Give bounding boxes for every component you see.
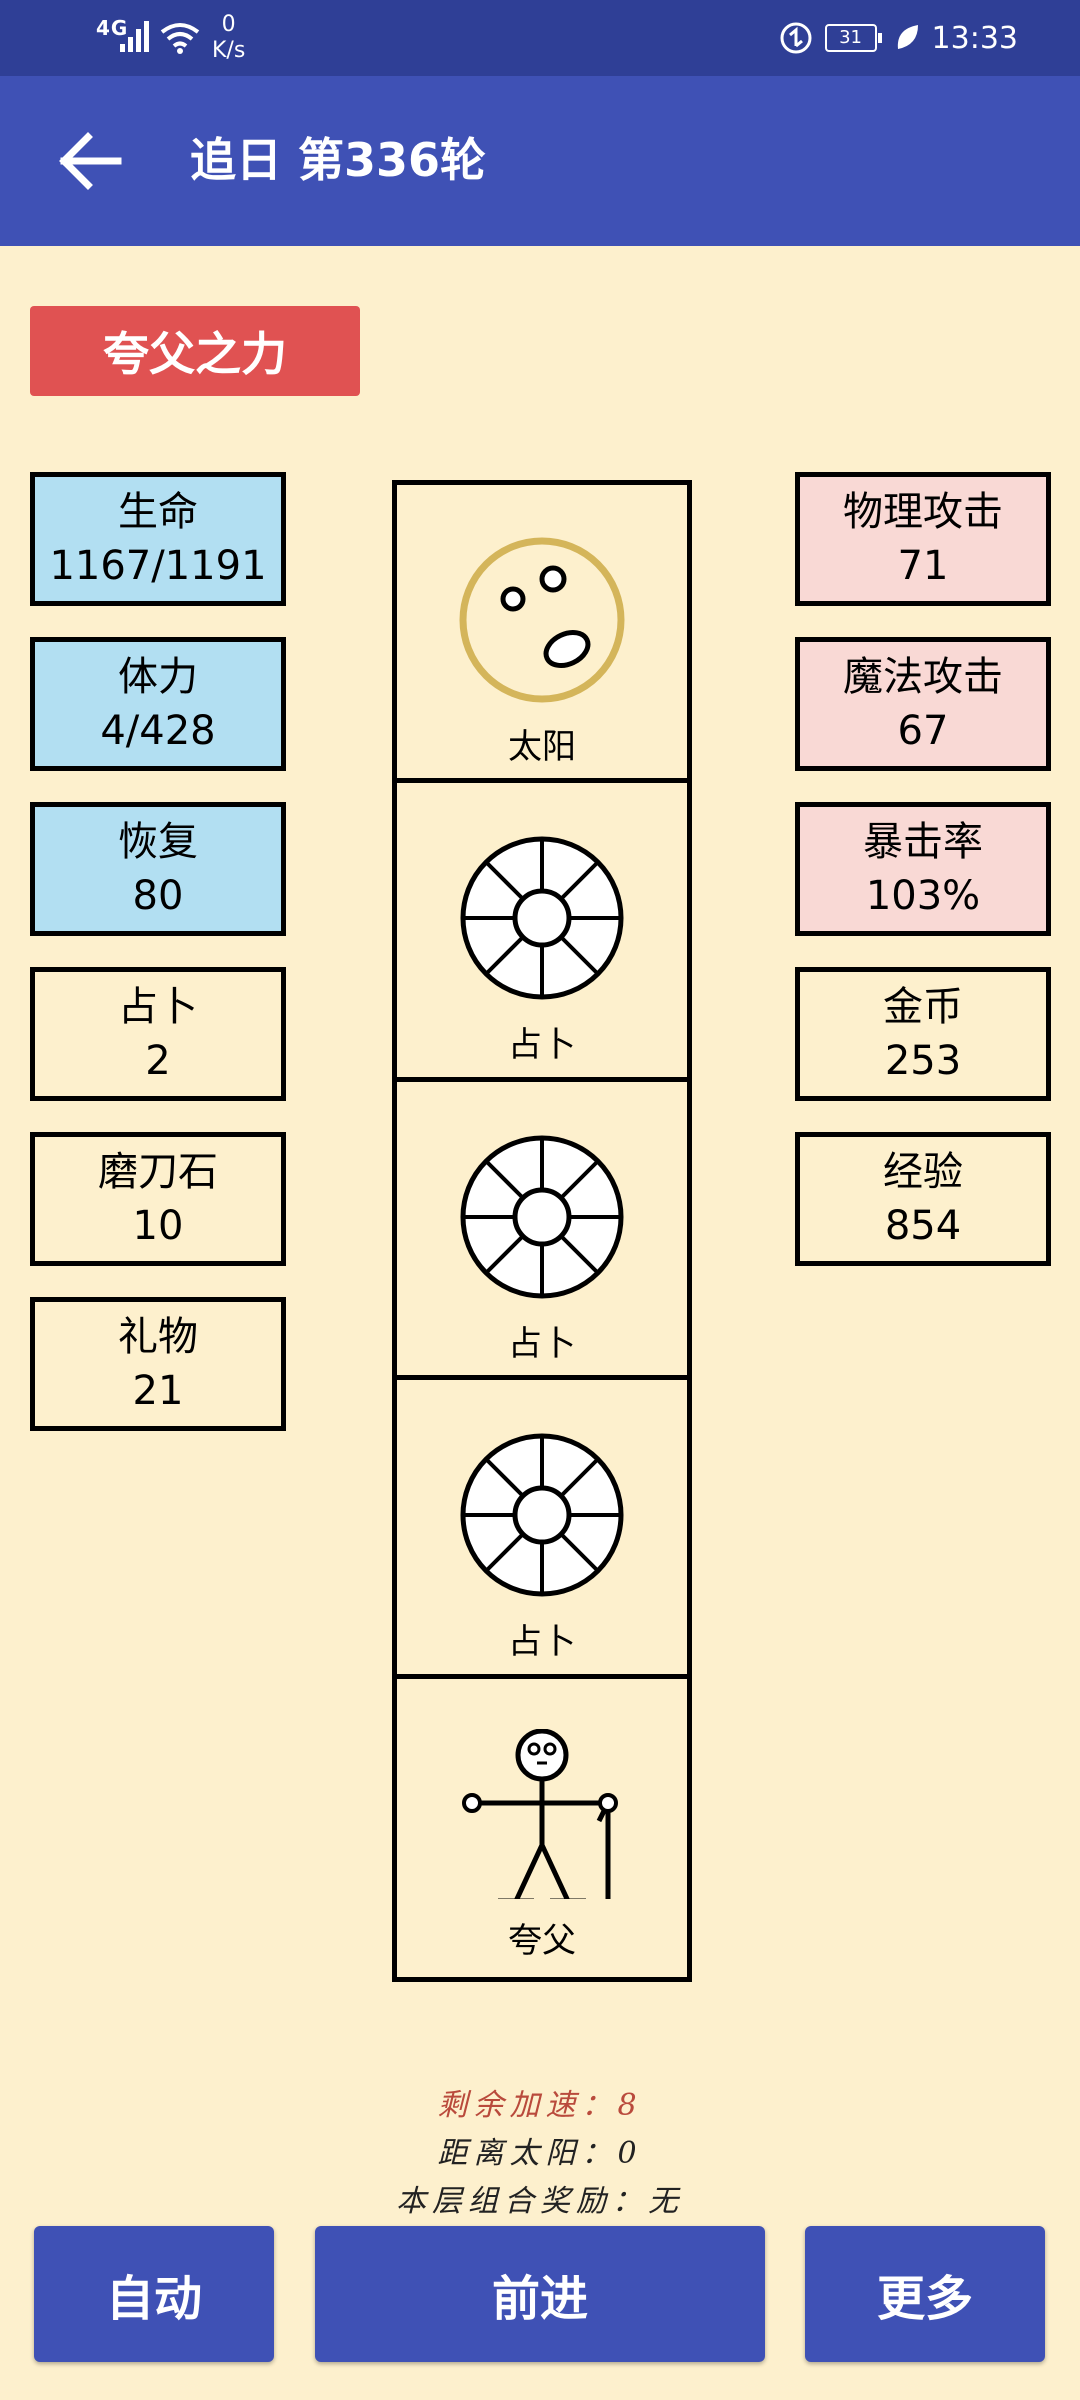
battery-level: 31: [824, 24, 877, 52]
stat-label: 体力: [118, 654, 198, 700]
stat-experience: 经验 854: [795, 1132, 1051, 1266]
stat-whetstone: 磨刀石 10: [30, 1132, 286, 1266]
status-right: 31 13:33: [779, 18, 1018, 58]
cell-caption: 占卜: [508, 1323, 576, 1364]
forward-button[interactable]: 前进: [315, 2226, 765, 2362]
stat-recovery: 恢复 80: [30, 802, 286, 936]
distance-to-sun: 距离太阳：0: [437, 2136, 643, 2171]
stat-value: 2: [145, 1038, 171, 1084]
stat-label: 魔法攻击: [843, 654, 1003, 700]
battery-icon: 31: [824, 24, 882, 52]
stat-label: 物理攻击: [843, 489, 1003, 535]
more-button[interactable]: 更多: [805, 2226, 1045, 2362]
stat-value: 253: [884, 1038, 962, 1084]
wifi-icon: [160, 23, 200, 54]
stat-label: 占卜: [118, 984, 198, 1030]
stat-life: 生命 1167/1191: [30, 472, 286, 606]
page-title: 追日 第336轮: [190, 133, 487, 187]
column-cell-kuafu[interactable]: 夸父: [397, 1679, 687, 1977]
cell-caption: 占卜: [508, 1025, 576, 1066]
cell-caption: 太阳: [508, 727, 576, 767]
stat-magic-attack: 魔法攻击 67: [795, 637, 1051, 771]
cell-caption: 夸父: [508, 1920, 576, 1961]
column-cell-divination[interactable]: 占卜: [397, 783, 687, 1082]
kuafu-figure-icon: [462, 1728, 618, 1899]
stat-value: 1167/1191: [49, 543, 267, 589]
back-arrow-icon[interactable]: [56, 128, 126, 194]
stat-stamina: 体力 4/428: [30, 637, 286, 771]
stat-value: 67: [897, 708, 949, 754]
leaf-icon: [897, 25, 918, 49]
stat-value: 80: [132, 873, 184, 919]
divination-wheel-icon: [460, 1135, 624, 1299]
stat-divination: 占卜 2: [30, 967, 286, 1101]
stat-crit-rate: 暴击率 103%: [795, 802, 1051, 936]
stat-label: 生命: [118, 489, 198, 535]
app-bar: 追日 第336轮: [0, 76, 1080, 246]
stat-value: 854: [884, 1203, 962, 1249]
stat-value: 21: [132, 1368, 184, 1414]
speed-unit: K/s: [212, 38, 246, 63]
path-column: 太阳 占卜 占卜: [392, 480, 692, 1982]
clock: 13:33: [931, 20, 1018, 56]
column-cell-sun[interactable]: 太阳: [397, 485, 687, 784]
column-cell-divination[interactable]: 占卜: [397, 1082, 687, 1381]
stat-physical-attack: 物理攻击 71: [795, 472, 1051, 606]
column-cell-divination[interactable]: 占卜: [397, 1380, 687, 1679]
kuafu-power-button[interactable]: 夸父之力: [30, 306, 360, 396]
stat-label: 经验: [883, 1149, 963, 1195]
stat-value: 71: [897, 543, 949, 589]
status-bar: 4G 0 K/s 31 13:33: [0, 0, 1080, 76]
cell-caption: 占卜: [508, 1622, 576, 1663]
floor-combo-reward: 本层组合奖励：无: [396, 2184, 684, 2219]
divination-wheel-icon: [460, 836, 624, 1000]
auto-button[interactable]: 自动: [34, 2226, 274, 2362]
stat-value: 103%: [865, 873, 981, 919]
network-type: 4G: [96, 16, 129, 40]
network-speed: 0 K/s: [212, 12, 245, 64]
stat-gift: 礼物 21: [30, 1297, 286, 1431]
speed-value: 0: [221, 12, 236, 37]
stat-value: 4/428: [100, 708, 216, 754]
stat-gold: 金币 253: [795, 967, 1051, 1101]
acceleration-remaining: 剩余加速：8: [437, 2088, 643, 2123]
signal-icon: [120, 21, 149, 52]
stat-value: 10: [132, 1203, 184, 1249]
stat-label: 恢复: [118, 819, 198, 865]
sync-icon: [780, 22, 812, 54]
stat-label: 礼物: [118, 1314, 198, 1360]
stat-label: 暴击率: [863, 819, 983, 865]
stat-label: 金币: [883, 984, 963, 1030]
divination-wheel-icon: [460, 1433, 624, 1597]
stat-label: 磨刀石: [98, 1149, 218, 1195]
sun-icon: [459, 537, 625, 703]
